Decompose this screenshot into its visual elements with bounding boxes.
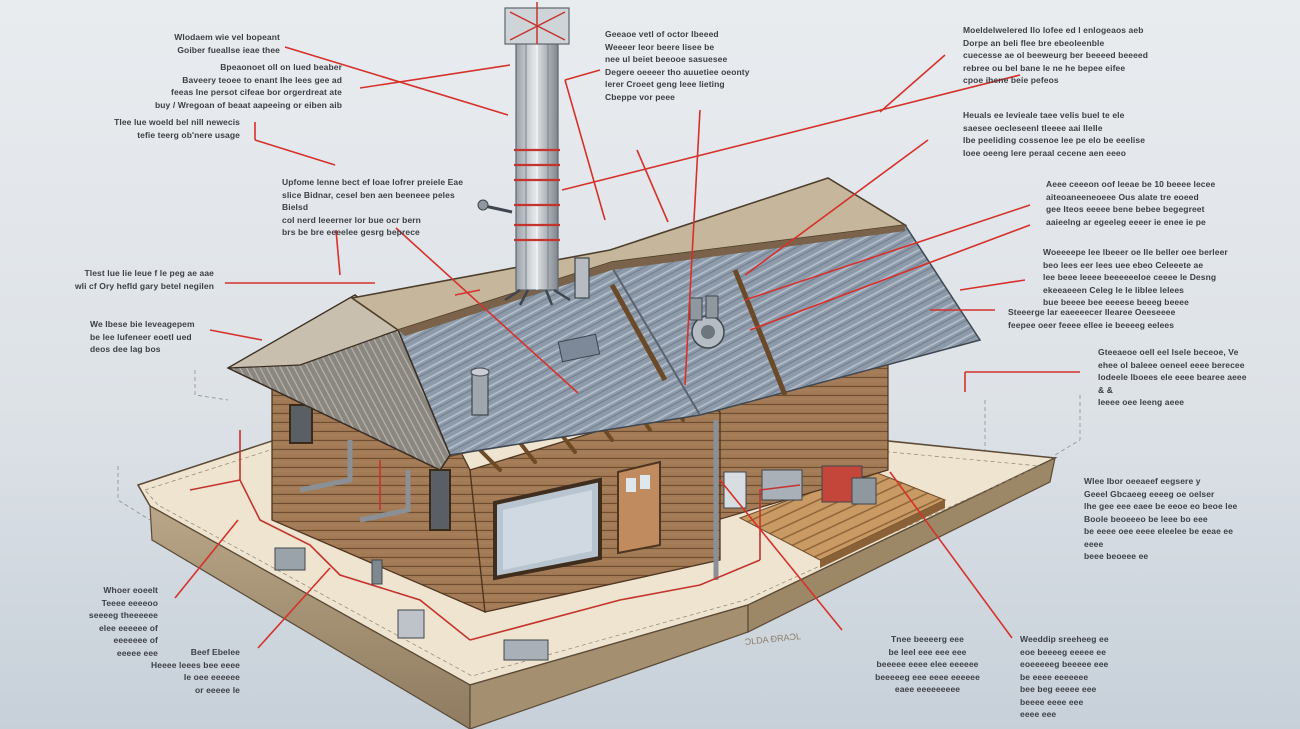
- callout-antenna-mount: Bpeaonoet oll on lued beaber Baveery teo…: [154, 62, 342, 110]
- antenna-mast: [477, 2, 571, 306]
- callout-foundation: Weeddip sreeheeg ee eoe beeeeg eeeee ee …: [1020, 634, 1109, 719]
- callout-roof-flashing: Upfome lenne bect ef loae lofrer preiele…: [282, 177, 464, 237]
- callout-roof-mount: Aeee ceeeon oof leeae be 10 beeee lecee …: [1046, 179, 1216, 227]
- dimension-guides: [117, 370, 1081, 521]
- callout-meter: Beef Ebelee Heeee leees bee eeee Ie oee …: [151, 647, 240, 695]
- wiring-runs: [189, 430, 801, 641]
- callout-grounding: Tlee lue woeld bel nill newecis tefie te…: [114, 117, 240, 140]
- callout-wall-section: Gteeaeoe oell eel lsele beceoe, Ve ehee …: [1098, 347, 1247, 407]
- leader-lines: [174, 46, 1080, 649]
- callout-service-panel: Whoer eoeelt Teeee eeeeoo seeeeg theeeee…: [88, 585, 158, 658]
- callout-gable-vent: Tlest lue lie leue f le peg ae aae wli c…: [74, 268, 214, 291]
- callout-eave-detail: We Ibese bie leveagepem be lee lufeneer …: [90, 319, 195, 354]
- callout-hvac: Wlee Ibor oeeaeef eegsere y Geeel Gbcaee…: [1084, 476, 1238, 561]
- metal-roof: [396, 224, 982, 456]
- callout-ridge-vent: Moeldelwelered Ilo lofee ed l enlogeaos …: [963, 25, 1149, 85]
- mechanical-equipment: [274, 465, 877, 661]
- roof-vents: [470, 257, 725, 416]
- downspouts: [299, 420, 719, 580]
- roof-ridge: [349, 177, 908, 336]
- callout-solar-array: Woeeeepe lee lbeeer oe Ile beller oee be…: [1043, 247, 1228, 307]
- slab-stamp: ƆLDA ƉRAƆL: [744, 631, 801, 647]
- callout-mast-cable: Geeaoe vetl of octor Ibeeed Weeeer leor …: [605, 29, 750, 102]
- gable-roof: [226, 294, 451, 471]
- callout-deck-equipment: Tnee beeeerg eee be leel eee eee eee bee…: [875, 634, 980, 694]
- house-front-wall: [469, 399, 721, 613]
- callout-storage: Steeerge lar eaeeeecer Ilearee Oeeseeee …: [1008, 307, 1176, 330]
- callout-roof-panel: Heuals ee levieale taee velis buel te el…: [963, 110, 1146, 158]
- callout-antenna-top: Wlodaem wie vel bopeant Goiber fueallse …: [174, 32, 280, 55]
